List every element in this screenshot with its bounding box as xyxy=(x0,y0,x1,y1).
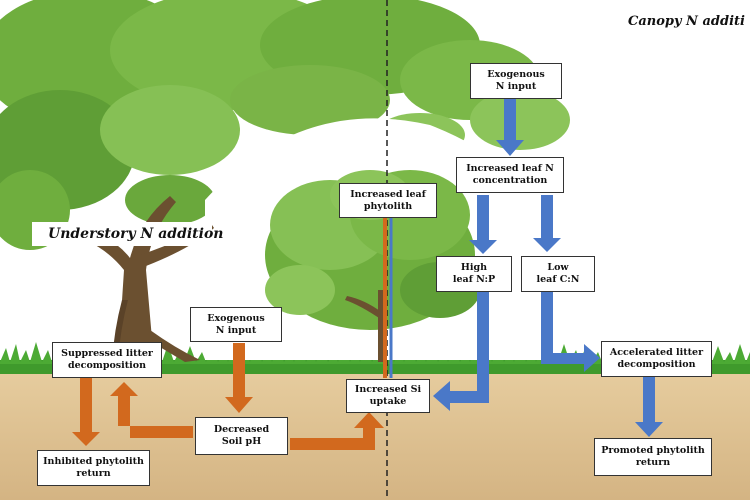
inhibited-phytolith-return-box: Inhibited phytolith return xyxy=(37,450,150,486)
canopy-exogenous-input-box: Exogenous N input xyxy=(470,63,562,99)
accelerated-litter-decomposition-box: Accelerated litter decomposition xyxy=(601,341,712,377)
decreased-soil-ph-box: Decreased Soil pH xyxy=(195,417,288,455)
arrow-input-to-ph xyxy=(225,343,253,413)
arrow-cn-to-litter xyxy=(541,292,600,372)
increased-si-uptake-box: Increased Si uptake xyxy=(346,379,430,413)
canopy-arrows xyxy=(433,98,663,437)
arrow-litter-to-inhibited xyxy=(72,378,100,446)
arrow-np-to-si xyxy=(433,292,489,411)
arrow-ph-to-si xyxy=(290,412,384,450)
arrow-input-to-leafn xyxy=(496,98,524,156)
high-leaf-np-box: High leaf N:P xyxy=(436,256,512,292)
arrow-litter-to-return xyxy=(635,377,663,437)
low-leaf-cn-box: Low leaf C:N xyxy=(521,256,595,292)
arrow-ph-to-litter xyxy=(110,382,193,438)
canopy-heading: Canopy N additi xyxy=(628,14,745,29)
increased-leaf-phytolith-box: Increased leaf phytolith xyxy=(339,183,437,218)
arrow-leafn-to-cn xyxy=(533,195,561,252)
understory-exogenous-input-box: Exogenous N input xyxy=(190,307,282,342)
promoted-phytolith-return-box: Promoted phytolith return xyxy=(594,438,712,476)
understory-arrows xyxy=(72,343,384,450)
arrow-leafn-to-np xyxy=(469,195,497,254)
increased-leaf-n-concentration-box: Increased leaf N concentration xyxy=(456,157,564,193)
understory-heading: Understory N addition xyxy=(32,222,223,246)
suppressed-litter-decomposition-box: Suppressed litter decomposition xyxy=(52,342,162,378)
